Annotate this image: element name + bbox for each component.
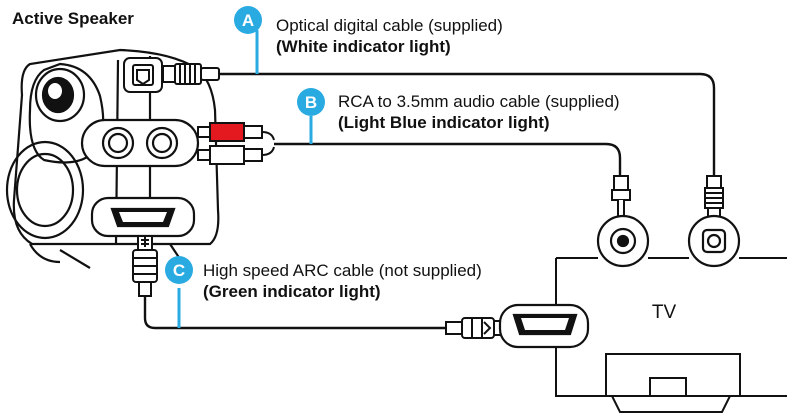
connection-c-name: High speed ARC cable (not supplied) — [203, 261, 482, 280]
rca-plugs — [197, 122, 275, 165]
tv-label: TV — [652, 302, 677, 323]
connection-b-indicator: (Light Blue indicator light) — [338, 113, 550, 132]
badge-c: C — [165, 256, 193, 284]
connection-a-indicator: (White indicator light) — [276, 37, 451, 56]
connection-a-name: Optical digital cable (supplied) — [276, 16, 503, 35]
tv-illustration — [555, 257, 787, 413]
speaker-title: Active Speaker — [12, 9, 134, 28]
connection-c-indicator: (Green indicator light) — [203, 282, 381, 301]
connection-b-name: RCA to 3.5mm audio cable (supplied) — [338, 92, 620, 111]
cables — [143, 72, 716, 330]
badge-b: B — [297, 88, 325, 116]
hdmi-plug-speaker-side — [132, 235, 158, 297]
badge-c-letter: C — [173, 261, 185, 280]
tv-hdmi-port — [498, 303, 590, 349]
speaker-hdmi-port — [90, 196, 196, 238]
tv-ports — [596, 214, 741, 268]
badge-b-letter: B — [305, 93, 317, 112]
optical-plug-speaker-side — [162, 63, 220, 85]
cable-accent-lines — [177, 30, 313, 328]
hdmi-plug-tv-side — [445, 317, 507, 339]
speaker-rca-panel — [80, 118, 200, 168]
badge-a: A — [234, 6, 262, 34]
speaker-optical-port — [123, 57, 163, 93]
badge-a-letter: A — [242, 11, 254, 30]
